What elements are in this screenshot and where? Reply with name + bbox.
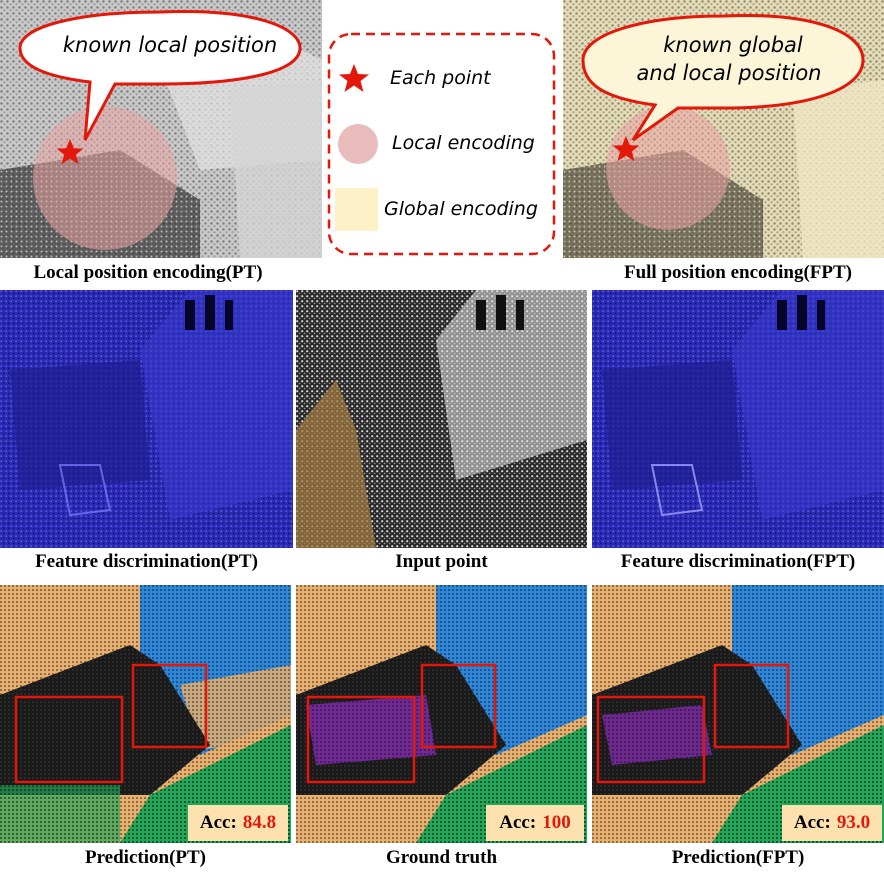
speech-bubble (18, 9, 302, 141)
right-bubble-text-2: and local position (637, 61, 822, 85)
star-icon (612, 136, 640, 162)
feature-pt-panel (0, 290, 293, 548)
acc-label: Acc: (499, 812, 537, 833)
local-encoding-panel: known local position (0, 0, 322, 258)
local-encoding-swatch (338, 124, 378, 164)
acc-label: Acc: (793, 812, 831, 833)
caption-feature-fpt: Feature discrimination(FPT) (620, 551, 856, 572)
right-bubble-text-1: known global (663, 33, 803, 57)
speech-bubble (581, 14, 865, 142)
caption-prediction-pt: Prediction(PT) (84, 847, 206, 868)
acc-badge: Acc: 84.8 (188, 805, 288, 841)
input-point-panel (296, 290, 587, 548)
highlight-box (306, 695, 416, 784)
highlight-box (420, 663, 497, 749)
acc-value: 93.0 (836, 812, 871, 833)
prediction-pt-panel: Acc: 84.8 (0, 585, 291, 843)
star-icon (56, 139, 84, 165)
highlight-box (713, 663, 790, 749)
star-icon (339, 64, 369, 92)
highlight-box (14, 695, 124, 784)
prediction-fpt-panel: Acc: 93.0 (592, 585, 884, 843)
acc-value: 100 (542, 812, 571, 833)
full-encoding-panel: known global and local position (563, 0, 884, 258)
left-bubble-text: known local position (63, 33, 277, 57)
highlight-box (131, 663, 208, 749)
legend-global-label: Global encoding (384, 198, 538, 220)
acc-badge: Acc: 93.0 (782, 805, 882, 841)
caption-full-encoding: Full position encoding(FPT) (623, 262, 853, 283)
local-encoding-region (33, 106, 177, 250)
acc-badge: Acc: 100 (486, 805, 584, 841)
acc-label: Acc: (199, 812, 237, 833)
caption-input-point: Input point (395, 551, 488, 572)
legend: Each point Local encoding Global encodin… (325, 30, 558, 258)
global-encoding-swatch (335, 188, 378, 231)
caption-feature-pt: Feature discrimination(PT) (35, 551, 258, 572)
local-encoding-region (606, 106, 730, 230)
caption-local-encoding: Local position encoding(PT) (33, 262, 263, 283)
ground-truth-panel: Acc: 100 (296, 585, 587, 843)
legend-local-label: Local encoding (392, 132, 535, 154)
feature-fpt-panel (592, 290, 884, 548)
acc-value: 84.8 (242, 812, 277, 833)
legend-point-label: Each point (390, 67, 492, 89)
caption-prediction-fpt: Prediction(FPT) (671, 847, 805, 868)
highlight-box (596, 695, 706, 784)
caption-ground-truth: Ground truth (385, 847, 498, 868)
